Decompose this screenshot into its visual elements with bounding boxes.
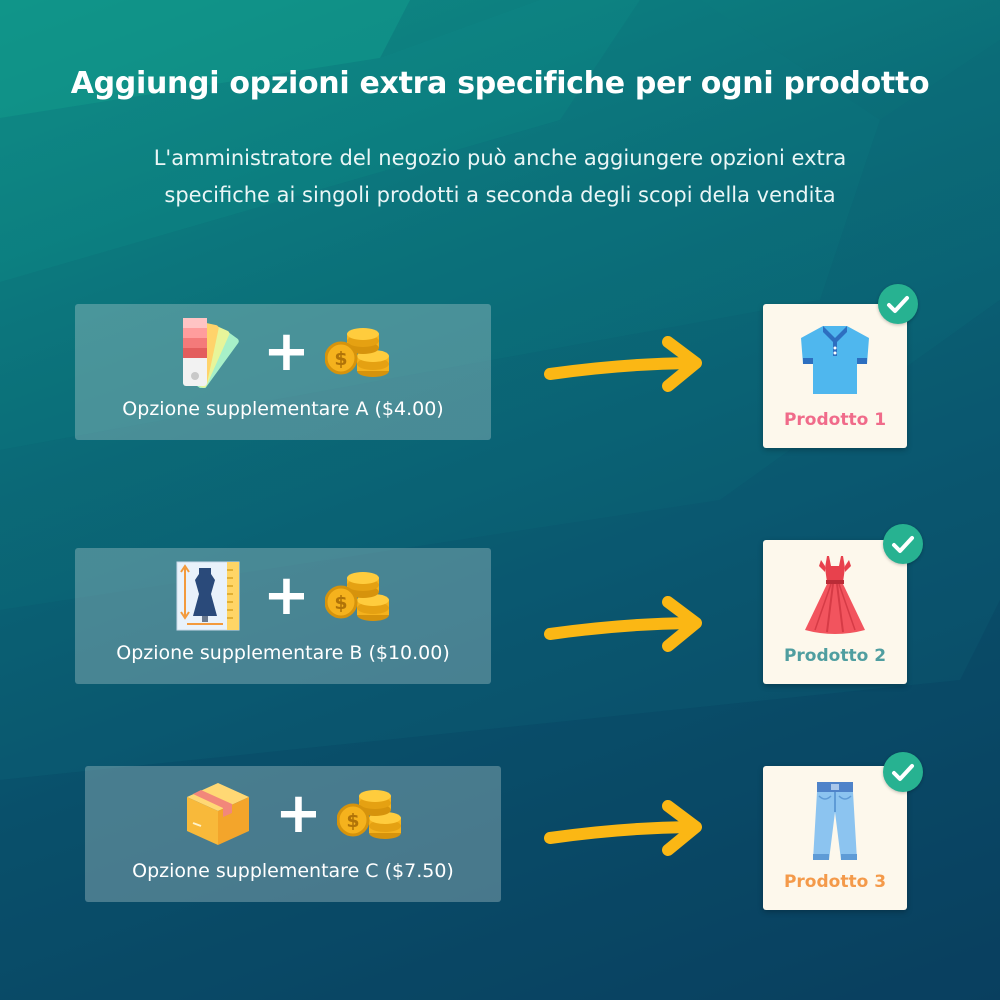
- arrow-right-icon: [544, 800, 702, 856]
- option-icons-b: + $: [75, 558, 491, 634]
- dress-icon: [805, 556, 865, 634]
- option-label-b: Opzione supplementare B ($10.00): [116, 642, 450, 664]
- svg-text:$: $: [334, 348, 347, 370]
- page-title: Aggiungi opzioni extra specifiche per og…: [70, 66, 930, 101]
- svg-text:$: $: [334, 592, 347, 614]
- subtitle-line-1: L'amministratore del negozio può anche a…: [153, 146, 847, 170]
- plus-icon: +: [263, 319, 310, 384]
- check-icon: [883, 752, 923, 792]
- product-card-1: Prodotto 1: [763, 304, 907, 448]
- option-card-b: + $ Opzione supplementare B ($10.00): [75, 548, 491, 684]
- coins-icon: $: [337, 790, 401, 839]
- page-subtitle: L'amministratore del negozio può anche a…: [100, 140, 900, 214]
- svg-text:$: $: [346, 810, 359, 832]
- option-icons-c: + $: [85, 776, 501, 852]
- product-label-3: Prodotto 3: [783, 872, 887, 892]
- tailor-measure-icon: [176, 561, 240, 631]
- product-card-2: Prodotto 2: [763, 540, 907, 684]
- check-icon: [878, 284, 918, 324]
- arrow-right-icon: [544, 596, 702, 652]
- product-label-2: Prodotto 2: [783, 646, 887, 666]
- option-card-c: + $ Opzione supplementare C ($7.50): [85, 766, 501, 902]
- plus-icon: +: [275, 781, 322, 846]
- product-card-3: Prodotto 3: [763, 766, 907, 910]
- option-icons-a: + $: [75, 314, 491, 390]
- option-label-c: Opzione supplementare C ($7.50): [132, 860, 454, 882]
- coins-icon: $: [325, 572, 389, 621]
- subtitle-line-2: specifiche ai singoli prodotti a seconda…: [164, 183, 836, 207]
- plus-icon: +: [263, 563, 310, 628]
- option-card-a: + $ Opzione supplementare A ($4.00): [75, 304, 491, 440]
- check-icon: [883, 524, 923, 564]
- color-swatch-icon: [183, 318, 239, 388]
- option-label-a: Opzione supplementare A ($4.00): [122, 398, 444, 420]
- package-box-icon: [187, 783, 249, 845]
- product-label-1: Prodotto 1: [783, 410, 887, 430]
- polo-shirt-icon: [801, 326, 869, 394]
- coins-icon: $: [325, 328, 389, 377]
- arrow-right-icon: [544, 336, 702, 392]
- jeans-icon: [813, 782, 857, 860]
